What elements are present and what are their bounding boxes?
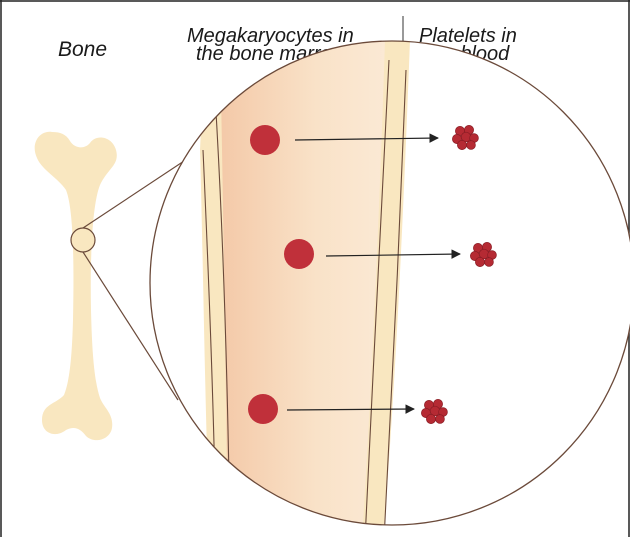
megakaryocyte-2 — [284, 239, 314, 269]
magnified-view — [140, 40, 630, 537]
megakaryocyte-3 — [248, 394, 278, 424]
zoom-region-circle — [71, 228, 95, 252]
bone-label: Bone — [58, 38, 107, 61]
megakaryocyte-1 — [250, 125, 280, 155]
